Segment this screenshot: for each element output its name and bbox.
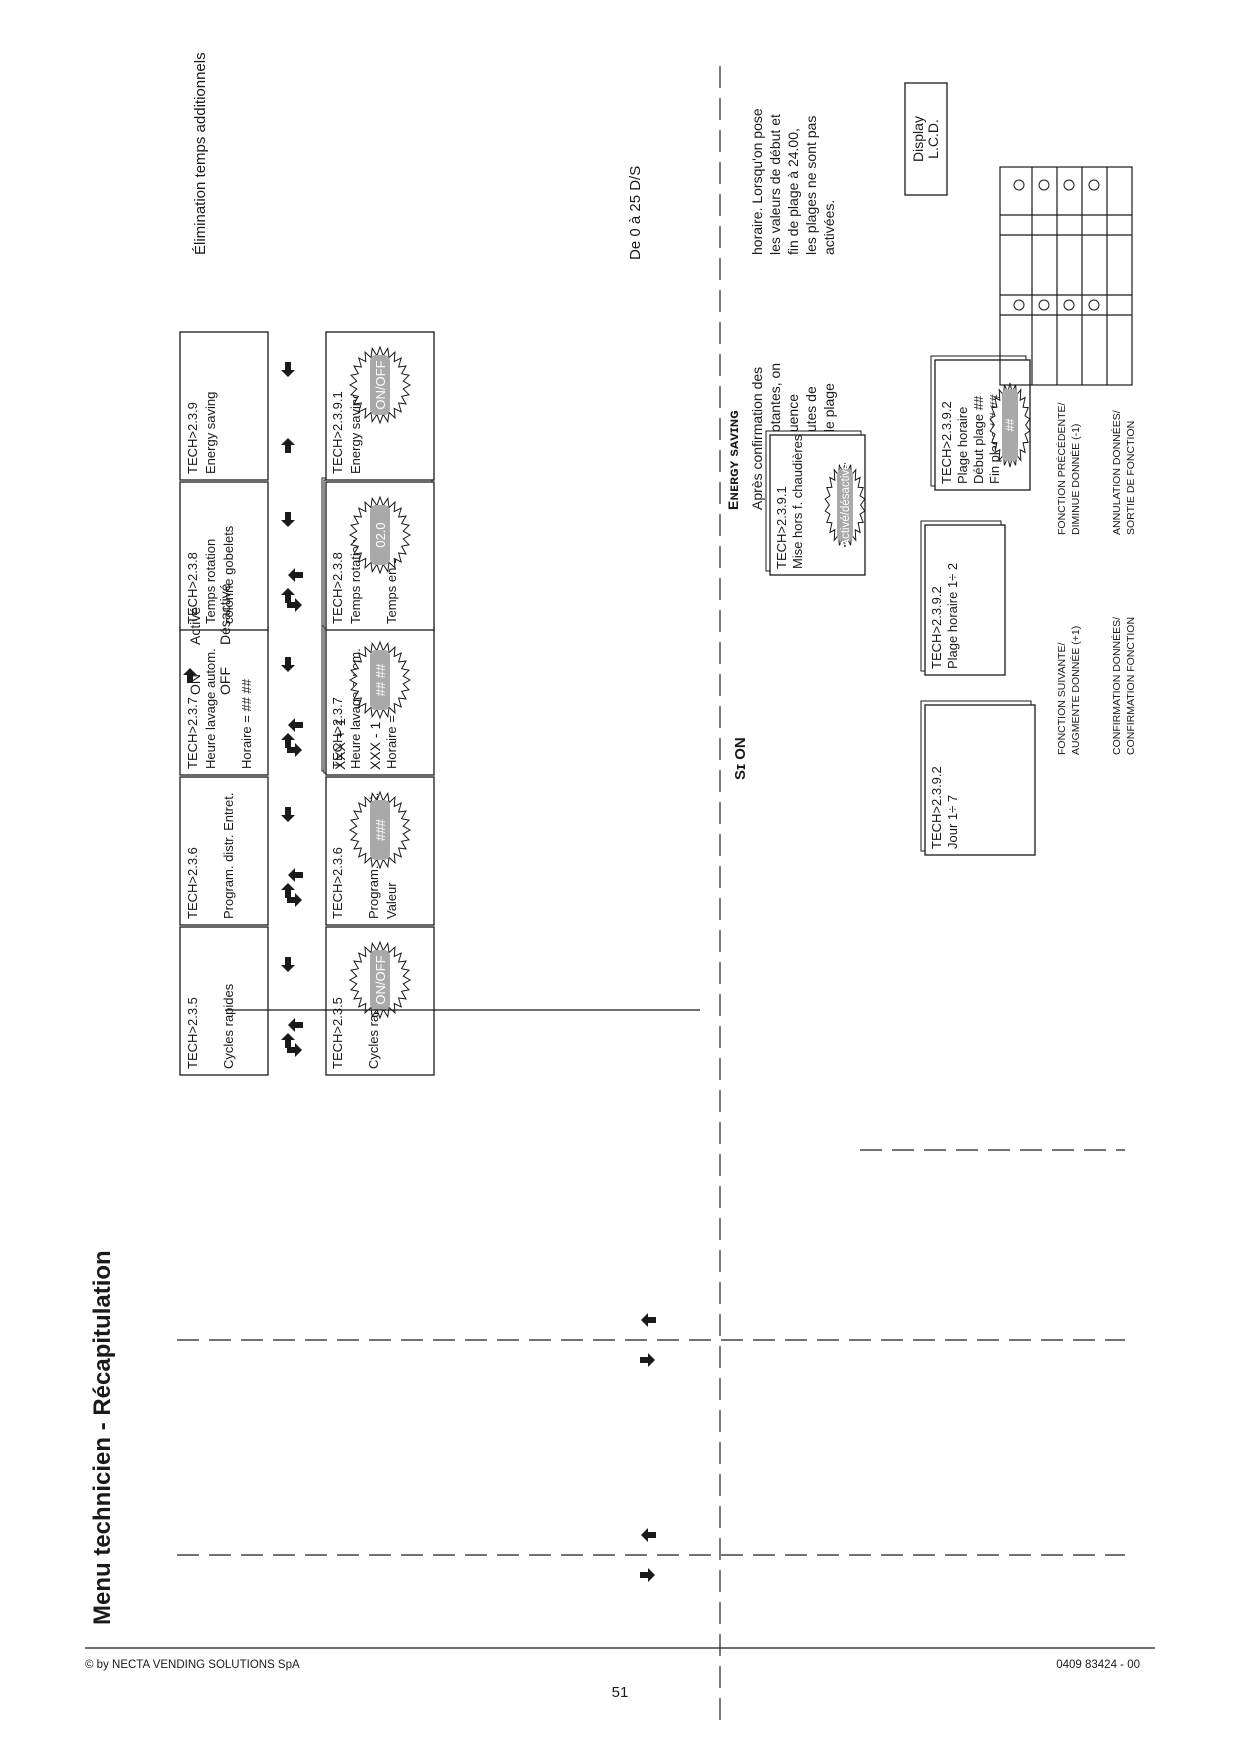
sub-box-3-line-4: Horaire =: [384, 715, 399, 769]
main-box-3-line-4: Horaire = ## ##: [239, 678, 254, 769]
sub-box-2-line-1: TECH>2.3.6: [330, 847, 345, 919]
energy-saving-title: Eɴᴇʀɢʏ sᴀᴠɪɴɢ: [725, 411, 741, 511]
energy-box-4-line-2: Plage horaire: [955, 407, 970, 484]
main-box-1-line-1: TECH>2.3.5: [185, 997, 200, 1069]
display-box: Display L.C.D.: [904, 82, 948, 196]
keypad-drawing: [999, 166, 1133, 386]
energy-note-col2-line-4: les plages ne sont pas: [803, 116, 819, 255]
note-elimination: Élimination temps additionnels: [192, 52, 209, 255]
main-box-1-line-3: Cycles rapides: [221, 983, 236, 1069]
energy-note-col2-line-5: activées.: [821, 200, 837, 255]
si-on-label: Sɪ ON: [732, 737, 749, 780]
arrow-legend: FONCTION SUIVANTE/AUGMENTE DONNÉE (+1) FO…: [1055, 402, 1137, 755]
footer-left: © by NECTA VENDING SOLUTIONS SpA: [85, 1659, 300, 1671]
energy-box-4-line-3: Début plage ##: [971, 395, 986, 484]
legend-prev-line-2: DIMINUE DONNÉE (-1): [1069, 424, 1082, 535]
main-box-4-line-1: TECH>2.3.8: [185, 552, 200, 624]
sub-box-2-line-4: Valeur: [384, 882, 399, 919]
sub-box-1-arrows: [281, 957, 295, 1048]
energy-box-4-line-1: TECH>2.3.9.2: [939, 401, 954, 484]
off-text: OFF: [217, 667, 233, 695]
energy-box-1-value: Activé/désactivé: [840, 463, 852, 546]
sub-box-3-value: ## ##: [373, 663, 388, 696]
energy-note-col2-line-2: les valeurs de début et: [767, 114, 783, 255]
legend-prev-line-1: FONCTION PRÉCÉDENTE/: [1055, 402, 1068, 535]
on-text: ON: [187, 674, 203, 695]
main-menu-boxes: TECH>2.3.5 Cycles rapides TECH>2.3.6 Progra…: [179, 331, 269, 1076]
value-minus: XXX - 1: [367, 722, 383, 770]
page-number: 51: [612, 1684, 629, 1701]
energy-box-2-line-1: TECH>2.3.9.2: [929, 766, 944, 849]
energy-note-col2-line-1: horaire. Lorsqu'on pose: [749, 108, 765, 255]
sub-box-1-line-1: TECH>2.3.5: [330, 997, 345, 1069]
sub-box-5-arrows: [281, 362, 295, 453]
sub-box-5-value: ON/OFF: [373, 360, 388, 409]
on-desc: Activé: [187, 607, 203, 645]
legend-next-line-2: AUGMENTE DONNÉE (+1): [1069, 626, 1082, 755]
main-box-2: TECH>2.3.6 Program. distr. Entret.: [179, 776, 269, 926]
legend-next-line-1: FONCTION SUIVANTE/: [1056, 643, 1068, 755]
energy-box-3-line-2: Plage horaire 1÷ 2: [945, 563, 960, 669]
footer-right: 0409 83424 - 00: [1056, 1659, 1140, 1671]
sub-box-5-line-1: TECH>2.3.9.1: [330, 391, 345, 474]
off-desc: Désactivé: [217, 583, 233, 645]
legend-confirm-line-1: CONFIRMATION DONNÉES/: [1110, 617, 1123, 755]
note-range: De 0 à 25 D/S: [627, 166, 644, 260]
sub-box-2-arrows: [281, 807, 295, 898]
main-box-5-line-1: TECH>2.3.9: [185, 402, 200, 474]
energy-box-4-value: ##: [1005, 418, 1017, 431]
legend-cancel-line-1: ANNULATION DONNÉES/: [1110, 410, 1123, 535]
sub-box-3-line-1: TECH>2.3.7: [330, 697, 345, 769]
sub-box-2-value: ###: [373, 818, 388, 840]
main-box-4-line-2: Temps rotation: [203, 539, 218, 624]
energy-note-col2-line-3: fin de plage à 24.00,: [785, 128, 801, 255]
main-box-2-line-3: Program. distr. Entret.: [221, 793, 236, 919]
energy-box-2-line-2: Jour 1÷ 7: [945, 795, 960, 849]
legend-confirm-line-2: CONFIRMATION FONCTION: [1125, 617, 1137, 755]
display-line-1: Display: [910, 116, 926, 162]
sub-box-4-value: 02.0: [373, 522, 388, 547]
main-box-3-line-2: Heure lavage autom.: [203, 648, 218, 769]
value-plus: XXX + 1: [332, 718, 348, 770]
sub-box-3-arrows: [281, 657, 295, 748]
energy-note-col1-line-1: Après confirmation des: [749, 367, 765, 510]
legend-cancel-line-2: SORTIE DE FONCTION: [1125, 421, 1137, 535]
sub-box-4-line-1: TECH>2.3.8: [330, 552, 345, 624]
sub-box-1-value: ON/OFF: [373, 955, 388, 1004]
page-title: Menu technicien - Récapitulation: [89, 1250, 116, 1625]
energy-box-3-line-1: TECH>2.3.9.2: [929, 586, 944, 669]
sub-box-4-arrows: [281, 512, 295, 603]
main-box-4-line-3: colonne gobelets: [221, 525, 236, 624]
main-box-1: TECH>2.3.5 Cycles rapides: [179, 926, 269, 1076]
display-line-2: L.C.D.: [925, 119, 941, 159]
main-box-2-line-1: TECH>2.3.6: [185, 847, 200, 919]
energy-box-1-line-2: Mise hors f. chaudières: [790, 434, 805, 569]
main-box-5-line-2: Energy saving: [203, 392, 218, 474]
main-box-3-line-1: TECH>2.3.7: [185, 697, 200, 769]
energy-box-1-line-1: TECH>2.3.9.1: [774, 486, 789, 569]
